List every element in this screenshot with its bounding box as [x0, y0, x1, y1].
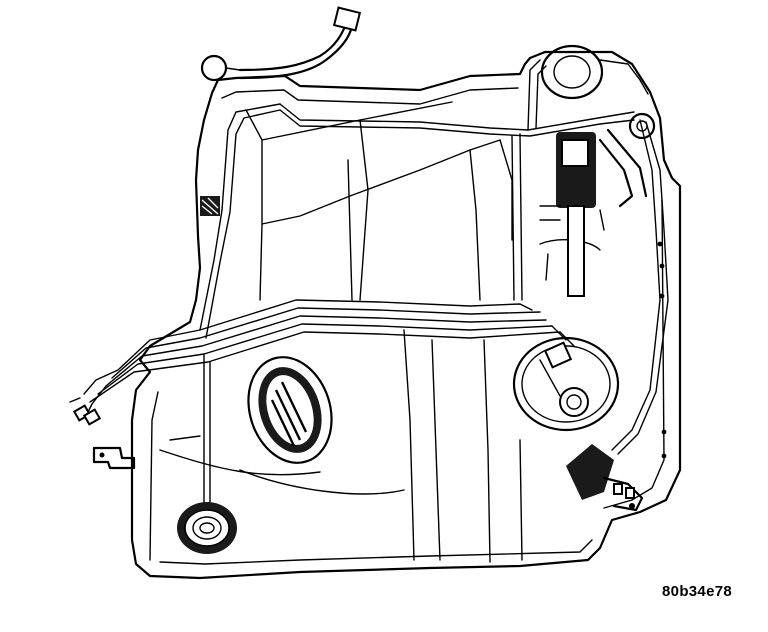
fuel-tank-body [130, 50, 682, 580]
tank-internal-contours [159, 101, 605, 563]
figure-reference-code: 80b34e78 [662, 583, 732, 600]
left-pigtail-connectors [69, 397, 102, 426]
right-flange-holes [657, 241, 667, 459]
left-access-grommet [177, 502, 237, 554]
fuel-pump-module [539, 44, 656, 297]
warning-label [200, 196, 220, 216]
fuel-line-bundle [83, 59, 669, 521]
upper-harness-connector [200, 6, 362, 82]
sender-electrical-connector [566, 444, 644, 512]
left-mounting-bracket [92, 446, 136, 470]
fuel-level-sender [512, 336, 620, 432]
oval-access-panel [247, 356, 333, 464]
